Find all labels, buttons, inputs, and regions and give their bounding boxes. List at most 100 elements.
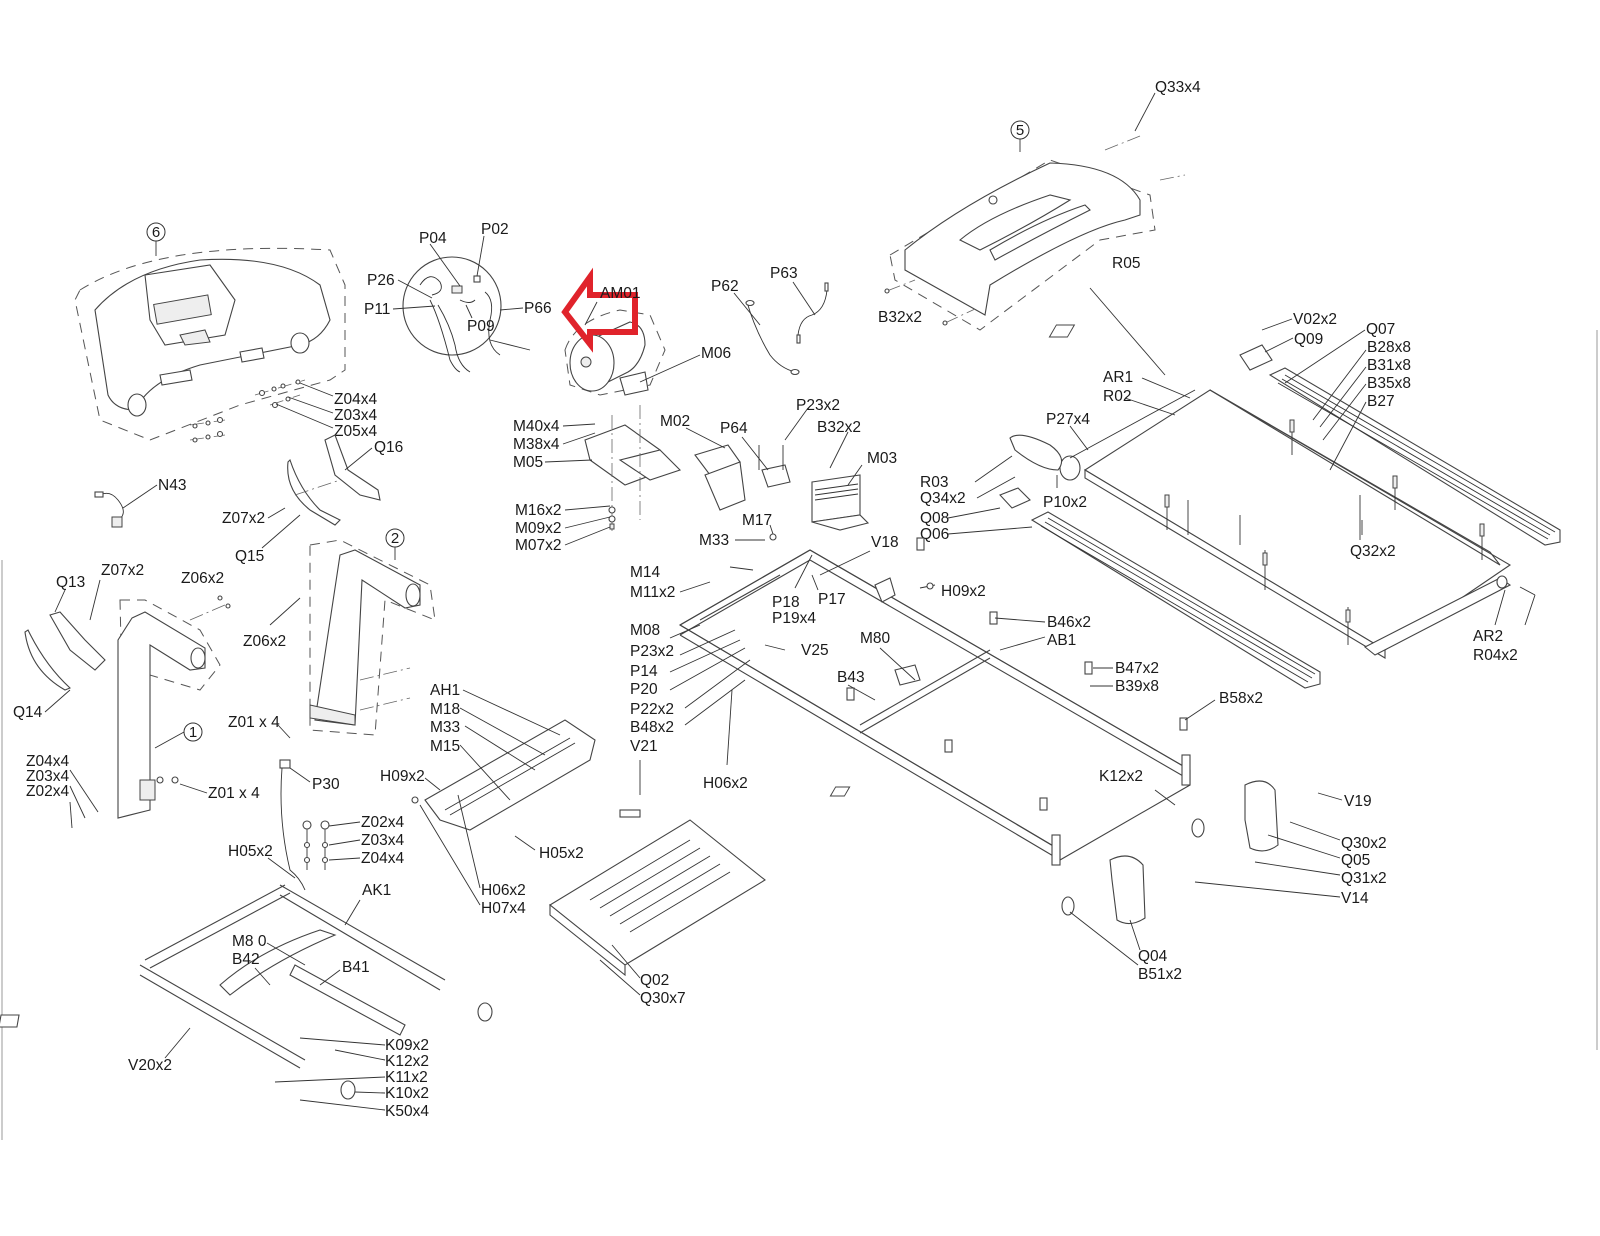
main-frame xyxy=(678,537,1205,916)
label-p17: P17 xyxy=(818,591,846,608)
label-m40x4: M40x4 xyxy=(513,418,560,435)
label-p62: P62 xyxy=(711,278,739,295)
label-p64: P64 xyxy=(720,420,748,437)
label-m06: M06 xyxy=(701,345,731,362)
label-b48x2: B48x2 xyxy=(630,719,674,736)
label-b31x8: B31x8 xyxy=(1367,357,1411,374)
label-m80-base: M8 0 xyxy=(232,933,267,950)
label-q30x2: Q30x2 xyxy=(1341,835,1387,852)
label-v18: V18 xyxy=(871,534,899,551)
label-p09: P09 xyxy=(467,318,495,335)
label-r02: R02 xyxy=(1103,388,1131,405)
label-b35x8: B35x8 xyxy=(1367,375,1411,392)
label-ar2: AR2 xyxy=(1473,628,1503,645)
safety-key-cable xyxy=(94,491,124,528)
label-h07x4: H07x4 xyxy=(481,900,526,917)
connector-p30 xyxy=(279,759,291,769)
label-ar1: AR1 xyxy=(1103,369,1133,386)
bracket-q09 xyxy=(1239,344,1273,371)
label-z01x4-right: Z01 x 4 xyxy=(228,714,280,731)
sticker-v21 xyxy=(619,809,641,818)
sticker-v20 xyxy=(0,1014,20,1028)
label-h06x2-frame: H06x2 xyxy=(703,775,748,792)
handlebar-covers-left xyxy=(24,611,106,691)
label-m14: M14 xyxy=(630,564,661,581)
sticker-v19 xyxy=(829,786,851,797)
label-m80-frame: M80 xyxy=(860,630,891,647)
wiring-harness xyxy=(419,275,531,373)
label-z04x4-console: Z04x4 xyxy=(334,391,377,408)
label-p18: P18 xyxy=(772,594,800,611)
label-ab1: AB1 xyxy=(1047,632,1076,649)
label-v20x2: V20x2 xyxy=(128,1057,172,1074)
label-p20: P20 xyxy=(630,681,658,698)
label-q16: Q16 xyxy=(374,439,403,456)
label-b39x8: B39x8 xyxy=(1115,678,1159,695)
base-bolts xyxy=(302,820,330,870)
label-p04: P04 xyxy=(419,230,447,247)
label-q33x4: Q33x4 xyxy=(1155,79,1201,96)
label-p19x4: P19x4 xyxy=(772,610,816,627)
label-v14: V14 xyxy=(1341,890,1369,907)
label-m02: M02 xyxy=(660,413,690,430)
label-p11: P11 xyxy=(364,301,390,318)
sensor-cables xyxy=(745,282,829,376)
label-z03x4-base: Z03x4 xyxy=(361,832,404,849)
deck-screws xyxy=(1164,419,1485,645)
label-k12x2-frame: K12x2 xyxy=(1099,768,1143,785)
group-2-number: 2 xyxy=(391,530,399,547)
label-q04: Q04 xyxy=(1138,948,1168,965)
label-b32x2-mid: B32x2 xyxy=(817,419,861,436)
label-p02: P02 xyxy=(481,221,509,238)
label-k09x2: K09x2 xyxy=(385,1037,429,1054)
label-q02: Q02 xyxy=(640,972,669,989)
label-v02x2: V02x2 xyxy=(1293,311,1337,328)
label-m07x2: M07x2 xyxy=(515,537,562,554)
label-q08: Q08 xyxy=(920,510,949,527)
label-b46x2: B46x2 xyxy=(1047,614,1091,631)
label-h09x2-pivot: H09x2 xyxy=(380,768,425,785)
drive-motor xyxy=(564,309,666,396)
group-6-number: 6 xyxy=(152,224,160,241)
label-z02x4-left: Z02x4 xyxy=(26,783,69,800)
label-q06: Q06 xyxy=(920,526,949,543)
side-rail-right xyxy=(1268,367,1561,546)
label-z05x4-console: Z05x4 xyxy=(334,423,377,440)
label-m33-top: M33 xyxy=(699,532,729,549)
label-q13: Q13 xyxy=(56,574,85,591)
controller-board-m03 xyxy=(811,474,870,531)
group-5-number: 5 xyxy=(1016,122,1024,139)
label-z03x4-left: Z03x4 xyxy=(26,768,69,785)
label-h06x2-pivot: H06x2 xyxy=(481,882,526,899)
label-h09x2-frame: H09x2 xyxy=(941,583,986,600)
label-m05: M05 xyxy=(513,454,543,471)
label-p26: P26 xyxy=(367,272,395,289)
label-ah1: AH1 xyxy=(430,682,460,699)
label-b51x2: B51x2 xyxy=(1138,966,1182,983)
label-q14: Q14 xyxy=(13,704,43,721)
label-q05: Q05 xyxy=(1341,852,1370,869)
label-q30x7: Q30x7 xyxy=(640,990,686,1007)
label-p30: P30 xyxy=(312,776,340,793)
label-p63: P63 xyxy=(770,265,798,282)
console-assembly xyxy=(74,247,346,441)
upright-right xyxy=(309,539,436,736)
label-m08: M08 xyxy=(630,622,660,639)
label-z02x4-base: Z02x4 xyxy=(361,814,404,831)
label-z07x2-right: Z07x2 xyxy=(222,510,265,527)
label-m33-pivot: M33 xyxy=(430,719,460,736)
label-q09: Q09 xyxy=(1294,331,1323,348)
label-m09x2: M09x2 xyxy=(515,520,562,537)
rear-end-cap-right xyxy=(1244,780,1279,852)
motor-bracket xyxy=(584,405,682,535)
label-q31x2: Q31x2 xyxy=(1341,870,1387,887)
upright-covers-right xyxy=(287,434,381,526)
label-z06x2-right: Z06x2 xyxy=(243,633,286,650)
side-rail-left xyxy=(1030,511,1321,689)
label-z01x4-left: Z01 x 4 xyxy=(208,785,260,802)
label-am01: AM01 xyxy=(600,285,641,302)
pivot-frame-ah1 xyxy=(411,719,596,831)
label-r03: R03 xyxy=(920,474,948,491)
label-z04x4-base: Z04x4 xyxy=(361,850,404,867)
